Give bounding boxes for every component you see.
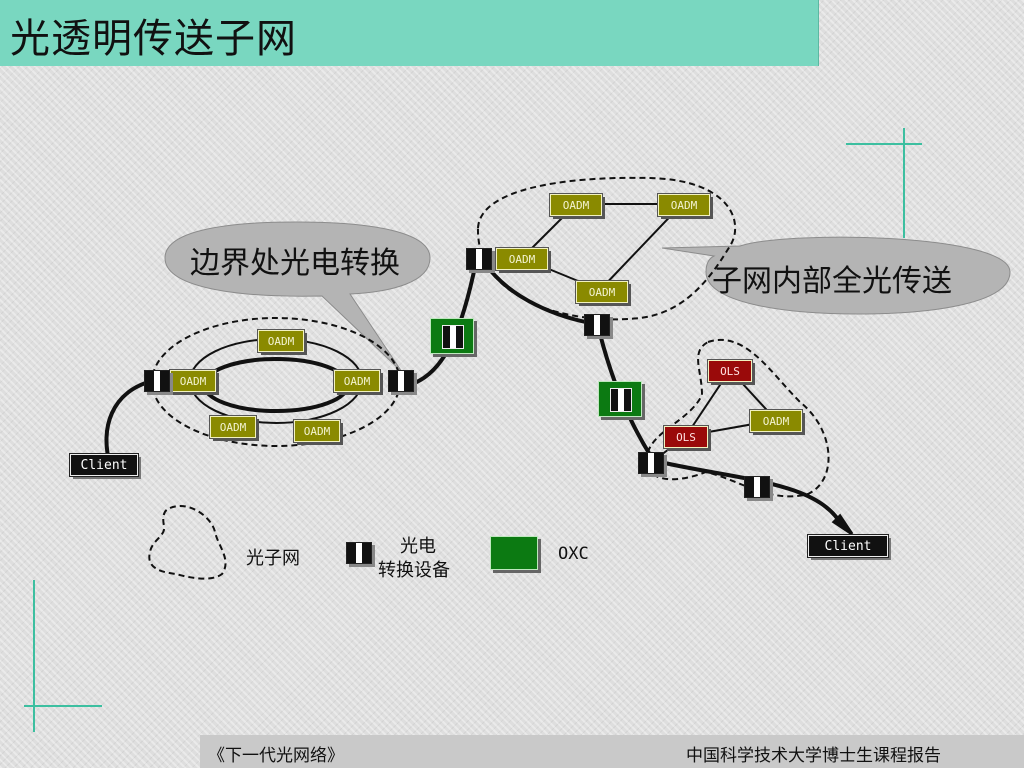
oe-converter[interactable] [388,370,414,392]
client-left[interactable]: Client [69,453,139,477]
decor-lines [24,128,922,732]
oadm-node[interactable]: OADM [495,247,549,271]
oe-converter[interactable] [744,476,770,498]
arrow-head [831,513,854,536]
legend-oxc-label: OXC [558,544,589,564]
oxc-node[interactable] [598,381,642,417]
ols-node[interactable]: OLS [707,359,753,383]
oe-converter[interactable] [144,370,170,392]
oadm-node[interactable]: OADM [749,409,803,433]
legend-subnet-label: 光子网 [246,548,300,569]
oxc-node[interactable] [430,318,474,354]
callout-right-bubble [661,236,1011,315]
callout-left-text: 边界处光电转换 [190,246,400,281]
legend-subnet-shape [148,505,227,580]
legend-oxc-icon [490,536,538,570]
oadm-node[interactable]: OADM [209,415,257,439]
fiber-to-client-right [659,460,844,527]
oadm-node[interactable]: OADM [333,369,381,393]
oe-converter[interactable] [638,452,664,474]
oadm-node[interactable]: OADM [549,193,603,217]
legend-converter-label-2: 转换设备 [378,560,450,581]
oe-converter[interactable] [466,248,492,270]
footer-bar [200,735,1024,768]
fiber-client-left [104,378,157,465]
footer-right-text: 中国科学技术大学博士生课程报告 [686,746,941,766]
ols-node[interactable]: OLS [663,425,709,449]
oadm-node[interactable]: OADM [575,280,629,304]
client-right[interactable]: Client [807,534,889,558]
oadm-node[interactable]: OADM [293,419,341,443]
page-title: 光透明传送子网 [10,16,297,62]
oe-converter[interactable] [584,314,610,336]
callout-right-text: 子网内部全光传送 [712,264,952,299]
legend-converter-label-1: 光电 [400,536,436,557]
footer-left-text: 《下一代光网络》 [208,746,344,766]
oadm-node[interactable]: OADM [657,193,711,217]
oadm-node[interactable]: OADM [169,369,217,393]
callout-left-bubble [164,221,431,373]
legend-converter-icon [346,542,372,564]
title-bar [0,0,819,66]
subnet-right-boundary [645,339,830,498]
fiber-top-to-center [482,260,597,326]
ring-left-inner [202,357,350,413]
oadm-node[interactable]: OADM [257,329,305,353]
